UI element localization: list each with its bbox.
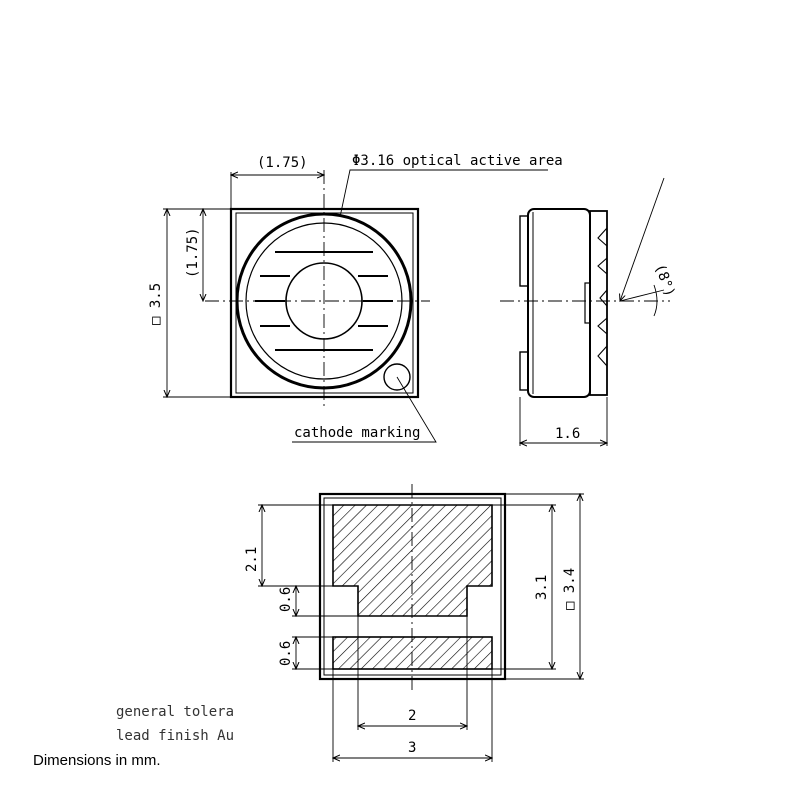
lead-finish-note: lead finish Au — [116, 728, 234, 744]
active-area-label: Φ3.16 optical active area — [352, 153, 563, 169]
side-lead-bottom — [519, 351, 529, 391]
cathode-marking-label: cathode marking — [294, 425, 420, 441]
side-body — [527, 208, 591, 398]
neck-width-label: 2 — [408, 708, 416, 724]
offset-x-label: (1.75) — [257, 155, 308, 171]
cathode-marking-dot — [383, 363, 411, 391]
outer-size-label: □ 3.4 — [562, 568, 578, 610]
bottom-pad-height-label: 0.6 — [278, 641, 294, 666]
neck-height-label: 0.6 — [278, 587, 294, 612]
side-view — [500, 177, 670, 446]
offset-y-label: (1.75) — [185, 227, 201, 278]
prism-teeth — [597, 227, 608, 367]
angle-label: (8°) — [651, 262, 678, 299]
footprint-outline — [318, 492, 507, 681]
side-lead-top — [519, 215, 529, 287]
side-height-label: 1.6 — [555, 426, 580, 442]
dimensions-caption: Dimensions in mm. — [33, 752, 161, 769]
package-size-label: □ 3.5 — [148, 283, 164, 325]
inner-height-label: 3.1 — [534, 575, 550, 600]
tolerance-note: general tolera — [116, 704, 234, 720]
top-view — [163, 169, 548, 443]
angle-ray — [620, 177, 665, 301]
pad-width-label: 3 — [408, 740, 416, 756]
cathode-pad — [332, 636, 493, 670]
bottom-view — [258, 484, 584, 762]
package-outline — [229, 207, 420, 399]
anode-pad — [332, 504, 493, 617]
pad-height-label: 2.1 — [244, 547, 260, 572]
